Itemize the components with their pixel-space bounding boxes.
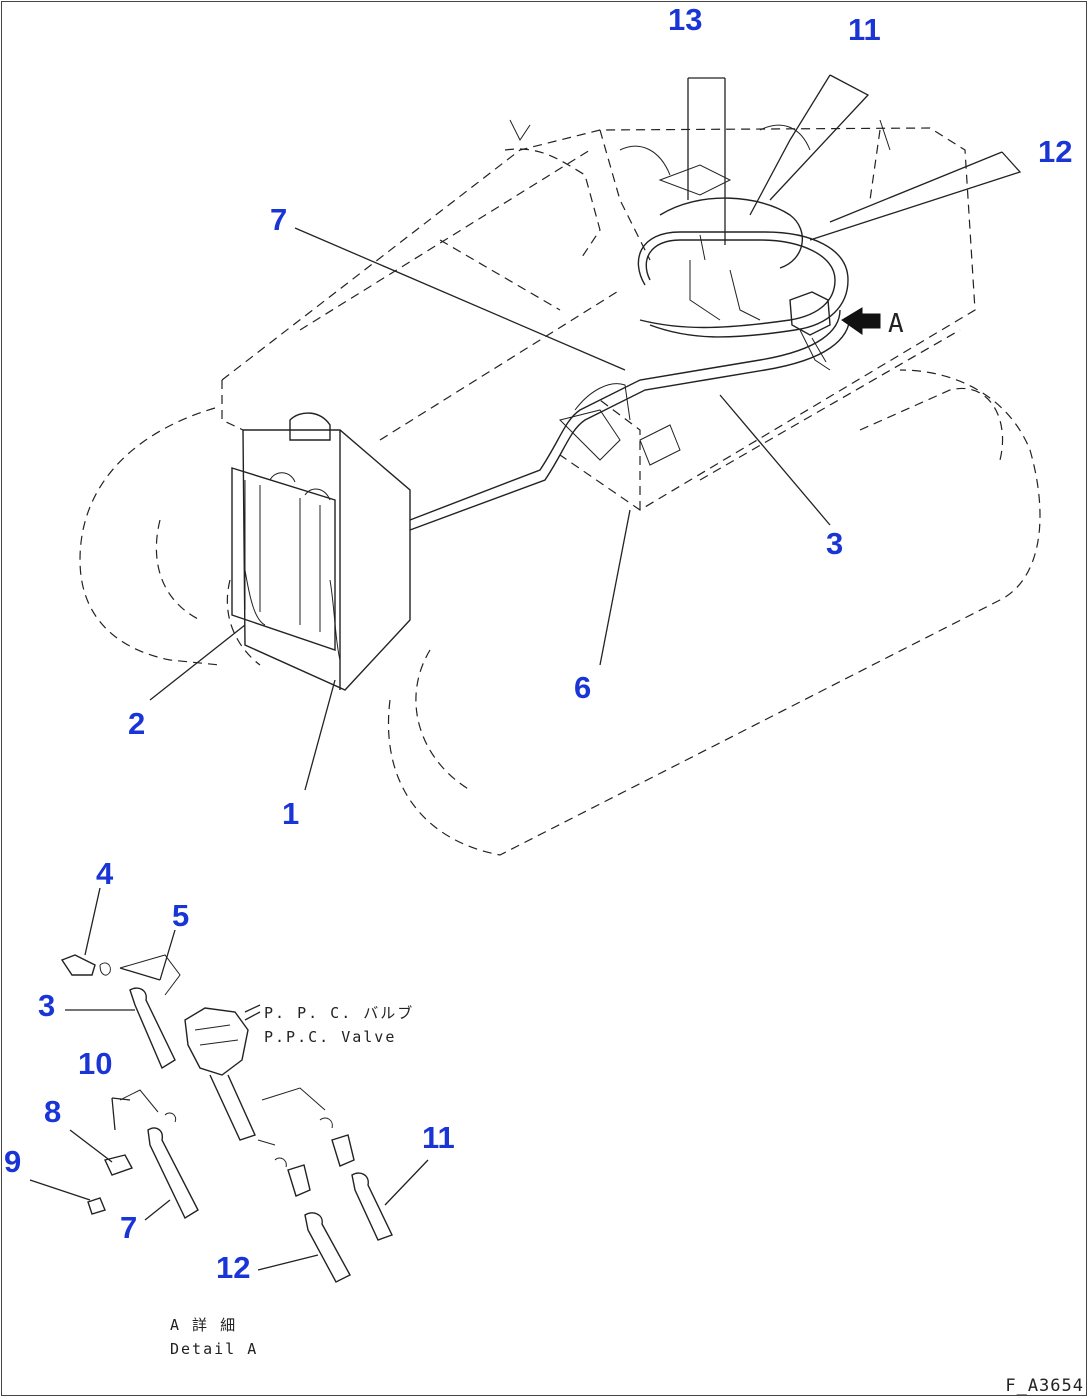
callout-11-detail: 11 xyxy=(422,1120,455,1155)
callout-12-detail: 12 xyxy=(216,1250,251,1285)
callout-1: 1 xyxy=(282,796,300,831)
callout-3-right: 3 xyxy=(826,526,844,561)
callout-7-detail: 7 xyxy=(120,1210,138,1245)
callout-4: 4 xyxy=(96,856,114,891)
ppc-valve-main xyxy=(789,291,831,371)
left-track-outline xyxy=(79,407,221,666)
callout-12-top: 12 xyxy=(1038,134,1073,169)
callout-2: 2 xyxy=(128,706,146,741)
detail-a-label-en: Detail A xyxy=(170,1340,259,1358)
callout-8: 8 xyxy=(44,1094,62,1129)
right-track-outline xyxy=(387,369,1041,856)
detail-a-linework xyxy=(60,954,393,1283)
view-a-arrow xyxy=(841,307,881,335)
callout-5: 5 xyxy=(172,898,190,933)
callout-6: 6 xyxy=(574,670,592,705)
control-lever-brackets xyxy=(509,119,891,196)
leader-lines-main xyxy=(149,74,1022,791)
front-tank-assembly xyxy=(231,412,411,691)
callout-9: 9 xyxy=(4,1144,22,1179)
ppc-valve-label-en: P.P.C. Valve xyxy=(264,1028,397,1046)
leader-lines-detail xyxy=(29,887,429,1271)
upper-structure-outline xyxy=(221,127,976,666)
detail-a-label-jp: A 詳 細 xyxy=(170,1316,238,1334)
callout-3-detail: 3 xyxy=(38,988,56,1023)
callout-13: 13 xyxy=(668,2,703,37)
callout-7-top: 7 xyxy=(270,202,288,237)
drawing-reference-code: F_A3654 xyxy=(1005,1376,1084,1396)
callout-11-top: 11 xyxy=(848,12,881,47)
view-a-label: A xyxy=(888,309,904,339)
callout-10: 10 xyxy=(78,1046,113,1081)
ppc-valve-label-jp: P. P. C. バルブ xyxy=(264,1004,415,1022)
pilot-hose-routing xyxy=(409,197,851,531)
